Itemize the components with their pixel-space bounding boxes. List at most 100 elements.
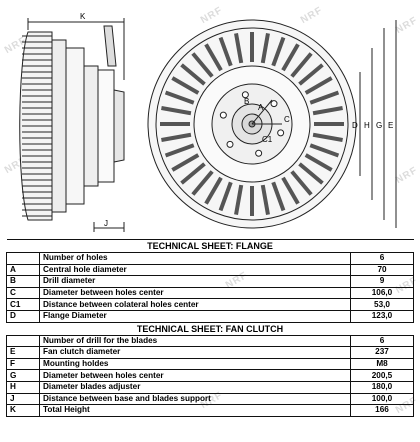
dim-label-g: G bbox=[376, 121, 382, 130]
flange-title: TECHNICAL SHEET: FLANGE bbox=[6, 239, 414, 253]
row-value: 237 bbox=[350, 346, 414, 359]
row-label: Mounting holdes bbox=[39, 357, 351, 371]
cooling-fin bbox=[312, 106, 343, 116]
side-view bbox=[19, 18, 125, 232]
row-label: Diameter blades adjuster bbox=[39, 380, 351, 394]
cooling-fin bbox=[281, 176, 300, 205]
cooling-fin bbox=[309, 143, 340, 158]
row-code: F bbox=[6, 357, 40, 371]
cooling-fin bbox=[309, 90, 340, 105]
row-value: 106,0 bbox=[350, 286, 414, 300]
row-label: Diameter between holes center bbox=[39, 369, 351, 382]
row-value: 6 bbox=[350, 334, 414, 348]
row-label: Drill diameter bbox=[39, 275, 351, 288]
cooling-fin bbox=[304, 76, 333, 95]
cooling-fin bbox=[204, 43, 223, 72]
row-code: C1 bbox=[6, 298, 40, 311]
row-code: H bbox=[6, 380, 40, 394]
row-value: 9 bbox=[350, 275, 414, 288]
cooling-fin bbox=[218, 181, 233, 212]
front-fins bbox=[160, 32, 344, 216]
row-code: A bbox=[6, 263, 40, 277]
row-label: Flange Diameter bbox=[39, 309, 351, 323]
cooling-fin bbox=[191, 170, 214, 196]
dim-label-b: B bbox=[244, 97, 249, 106]
row-code: D bbox=[6, 309, 40, 323]
row-value: 53,0 bbox=[350, 298, 414, 311]
cooling-fin bbox=[290, 170, 313, 196]
front-dim-labels: A B C C1 D H G E bbox=[244, 97, 393, 144]
cooling-fin bbox=[204, 176, 223, 205]
row-label: Total Height bbox=[39, 404, 351, 417]
row-value: 100,0 bbox=[350, 392, 414, 406]
row-label: Central hole diameter bbox=[39, 263, 351, 277]
cooling-fin bbox=[164, 90, 195, 105]
row-value: 123,0 bbox=[350, 309, 414, 323]
row-code: K bbox=[6, 404, 40, 417]
dim-label-d: D bbox=[352, 121, 358, 130]
row-label: Number of drill for the blades bbox=[39, 334, 351, 348]
cooling-fin bbox=[161, 132, 192, 142]
dim-label-j: J bbox=[104, 219, 108, 228]
cooling-fin bbox=[290, 52, 313, 78]
dim-label-e: E bbox=[388, 121, 393, 130]
cooling-fin bbox=[271, 181, 286, 212]
flange-hole bbox=[255, 149, 263, 157]
cooling-fin bbox=[298, 162, 324, 185]
dim-label-c1: C1 bbox=[262, 135, 273, 144]
row-value: M8 bbox=[350, 357, 414, 371]
cooling-fin bbox=[260, 184, 270, 215]
dim-label-h: H bbox=[364, 121, 370, 130]
row-code bbox=[6, 334, 40, 348]
cooling-fin bbox=[312, 132, 343, 142]
row-code: G bbox=[6, 369, 40, 382]
flange-hole bbox=[270, 100, 278, 108]
cooling-fin bbox=[298, 63, 324, 86]
cooling-fin bbox=[191, 52, 214, 78]
cooling-fin bbox=[234, 184, 244, 215]
front-mounting-holes bbox=[219, 91, 285, 157]
row-value: 180,0 bbox=[350, 380, 414, 394]
flange-hole bbox=[241, 91, 249, 99]
row-code: J bbox=[6, 392, 40, 406]
front-view bbox=[147, 19, 397, 229]
flange-hole bbox=[219, 111, 227, 119]
cooling-fin bbox=[171, 153, 200, 172]
row-code: B bbox=[6, 275, 40, 288]
row-label: Distance between base and blades support bbox=[39, 392, 351, 406]
row-code: C bbox=[6, 286, 40, 300]
flange-hole bbox=[226, 140, 234, 148]
row-code: E bbox=[6, 346, 40, 359]
dim-label-c: C bbox=[284, 115, 290, 124]
dim-label-k: K bbox=[80, 12, 86, 21]
row-label: Distance between colateral holes center bbox=[39, 298, 351, 311]
cooling-fin bbox=[218, 36, 233, 67]
row-label: Number of holes bbox=[39, 252, 351, 265]
flange-hole bbox=[277, 129, 285, 137]
row-label: Diameter between holes center bbox=[39, 286, 351, 300]
row-code bbox=[6, 252, 40, 265]
cooling-fin bbox=[180, 63, 206, 86]
cooling-fin bbox=[260, 33, 270, 64]
cooling-fin bbox=[180, 162, 206, 185]
cooling-fin bbox=[171, 76, 200, 95]
cooling-fin bbox=[164, 143, 195, 158]
cooling-fin bbox=[161, 106, 192, 116]
technical-drawing: K J A B C C1 D H G E bbox=[19, 12, 397, 232]
cooling-fin bbox=[304, 153, 333, 172]
row-value: 70 bbox=[350, 263, 414, 277]
row-value: 200,5 bbox=[350, 369, 414, 382]
